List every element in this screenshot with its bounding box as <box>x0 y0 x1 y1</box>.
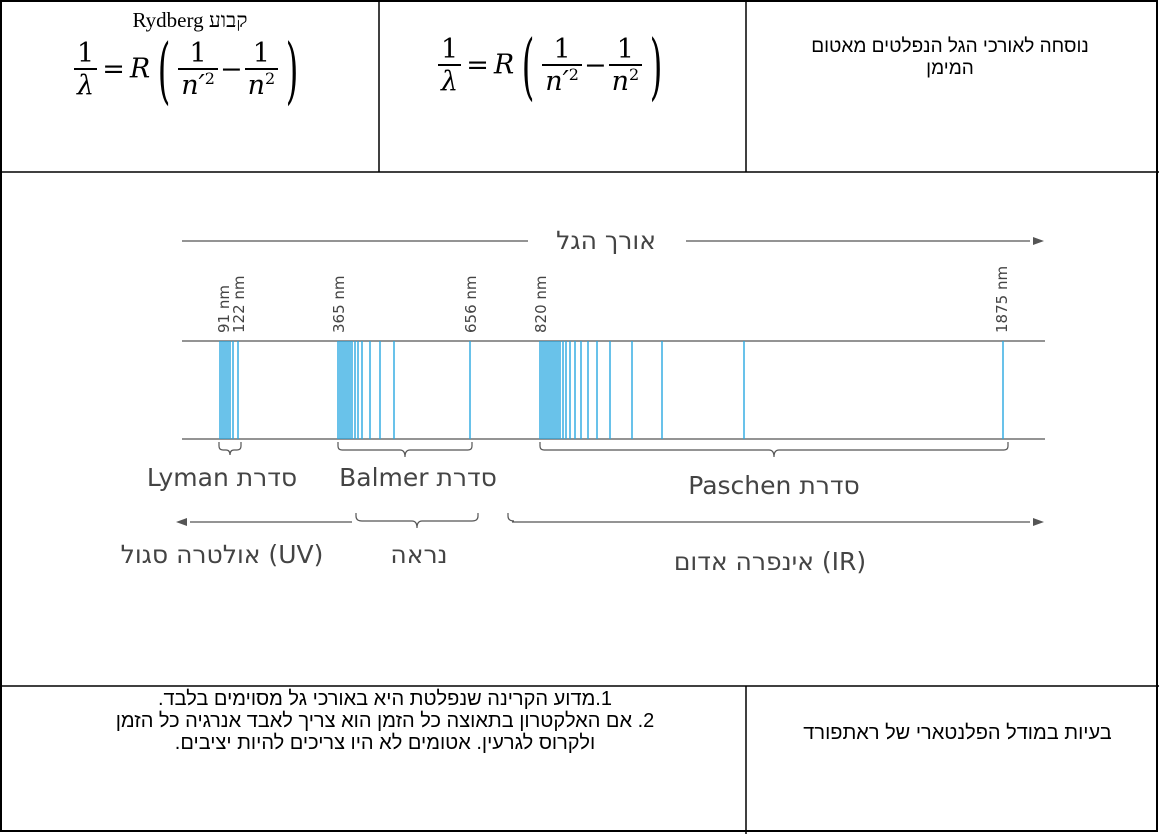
tick-label-91: 91 nm <box>215 285 233 333</box>
rydberg-constant-label: קבוע Rydberg <box>132 8 248 32</box>
balmer-series-label: סדרת Balmer <box>339 463 497 492</box>
hydrogen-wavelength-formula-label: נוסחה לאורכי הגל הנפלטים מאטום המימן <box>811 36 1089 79</box>
ir-arrowhead <box>1033 518 1044 526</box>
lyman-series-label: סדרת Lyman <box>147 463 297 492</box>
wavelength-axis-arrowhead <box>1033 237 1044 245</box>
visible-brace <box>355 513 479 529</box>
paschen-brace <box>539 442 1009 458</box>
tick-label-820: 820 nm <box>532 275 550 333</box>
lyman-brace <box>218 442 242 456</box>
problem-2: 2. אם האלקטרון בתאוצה כל הזמן הוא צריך ל… <box>115 710 655 754</box>
balmer-brace <box>337 442 473 458</box>
rutherford-model-issues-label: בעיות במודל הפלנטארי של ראתפורד <box>803 722 1112 744</box>
paschen-series-label: סדרת Paschen <box>688 471 859 500</box>
problem-1: 1.מדוע הקרינה שנפלטת היא באורכי גל מסוימ… <box>158 688 612 710</box>
tick-label-656: 656 nm <box>462 275 480 333</box>
ir-region-label: (IR) אינפרה אדום <box>674 547 866 576</box>
rutherford-problems-list: 1.מדוע הקרינה שנפלטת היא באורכי גל מסוימ… <box>35 688 735 754</box>
ir-brace-tick <box>507 513 515 522</box>
axis-title: אורך הגל <box>556 226 656 255</box>
uv-arrowhead <box>176 518 187 526</box>
tick-label-122: 122 nm <box>230 275 248 333</box>
uv-region-label: (UV) אולטרה סגול <box>121 540 324 569</box>
tick-label-1875: 1875 nm <box>993 266 1011 333</box>
tick-label-365: 365 nm <box>330 275 348 333</box>
spectral-lines <box>219 341 1004 439</box>
visible-region-label: נראה <box>390 540 447 569</box>
